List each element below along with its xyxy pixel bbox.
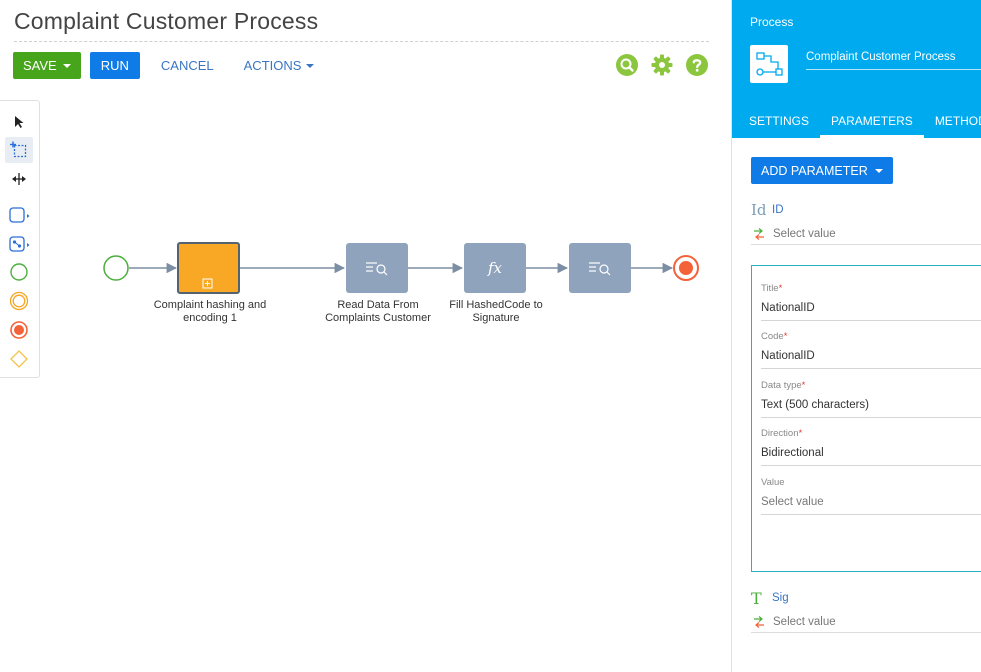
search-icon[interactable] <box>616 54 638 76</box>
chevron-down-icon <box>306 63 315 68</box>
cancel-button[interactable]: CANCEL <box>160 58 214 73</box>
space-tool[interactable] <box>5 166 33 192</box>
space-tool-icon <box>12 173 26 185</box>
user-task-icon <box>9 236 30 252</box>
actions-button-label: ACTIONS <box>243 58 302 73</box>
task-tool[interactable] <box>5 202 33 228</box>
swap-arrows-icon <box>754 616 764 628</box>
pointer-tool[interactable] <box>5 109 33 135</box>
label-line: Complaint hashing and <box>153 299 267 311</box>
start-event-icon <box>10 263 28 281</box>
label-line: Read Data From <box>337 299 419 311</box>
read-data-node-2[interactable] <box>569 243 631 293</box>
designer-toolbar: SAVE RUN CANCEL ACTIONS <box>13 52 315 79</box>
svg-text:fx: fx <box>487 259 503 277</box>
save-button[interactable]: SAVE <box>13 52 81 79</box>
chevron-down-icon <box>62 63 71 68</box>
pointer-tool-icon <box>15 116 24 128</box>
add-parameter-button[interactable]: ADD PARAMETER <box>751 157 893 184</box>
tab-methods[interactable]: METHODS <box>934 114 981 128</box>
subprocess-node[interactable] <box>177 242 240 294</box>
parameter-value-field[interactable]: Select value <box>751 613 981 633</box>
data-type-select[interactable]: Text (500 characters) <box>761 396 981 418</box>
direction-field: Direction* Bidirectional <box>761 428 981 466</box>
label-line: encoding 1 <box>183 312 237 324</box>
value-label: Value <box>761 477 785 488</box>
label-line: Signature <box>472 312 520 324</box>
user-task-tool[interactable] <box>5 231 33 257</box>
parameter-value-placeholder: Select value <box>773 228 836 240</box>
start-event[interactable] <box>103 255 129 281</box>
page-title[interactable]: Complaint Customer Process <box>14 8 709 42</box>
parameter-value-placeholder: Select value <box>773 616 836 628</box>
integer-type-icon: Id <box>751 201 767 219</box>
designer-icons <box>616 54 708 76</box>
subprocess-node-label: Complaint hashing and encoding 1 <box>140 299 280 325</box>
code-label: Code* <box>761 331 788 342</box>
chevron-down-icon <box>874 168 883 173</box>
lasso-tool-icon <box>10 141 27 158</box>
panel-header: Process Complaint Customer Process SETTI… <box>732 0 981 138</box>
code-input[interactable]: NationalID <box>761 347 981 369</box>
gateway-tool[interactable] <box>5 346 33 372</box>
parameter-edit-form: Title* NationalID Code* NationalID Data … <box>751 265 981 572</box>
formula-node-label: Fill HashedCode to Signature <box>440 299 552 325</box>
lasso-tool[interactable] <box>5 137 33 163</box>
task-icon <box>9 207 30 223</box>
read-data-node[interactable] <box>346 243 408 293</box>
intermediate-event-icon <box>9 291 29 311</box>
start-event-tool[interactable] <box>5 259 33 285</box>
code-field: Code* NationalID <box>761 331 981 369</box>
data-type-field: Data type* Text (500 characters) <box>761 380 981 418</box>
title-label: Title* <box>761 283 783 294</box>
tab-settings[interactable]: SETTINGS <box>749 114 810 128</box>
actions-button[interactable]: ACTIONS <box>244 58 315 73</box>
gear-icon[interactable] <box>651 54 673 76</box>
text-type-icon: T <box>751 589 762 608</box>
swap-arrows-icon <box>754 228 764 240</box>
add-parameter-label: ADD PARAMETER <box>761 163 868 178</box>
element-palette <box>0 100 40 378</box>
diagram-canvas[interactable]: fx Complaint hashing and e <box>40 100 730 660</box>
data-type-label: Data type* <box>761 380 806 391</box>
label-line: Complaints Customer <box>325 312 431 324</box>
process-name-field[interactable]: Complaint Customer Process <box>806 51 981 70</box>
process-icon-box <box>750 45 788 83</box>
title-field: Title* NationalID <box>761 283 981 321</box>
value-field: Value Select value <box>761 477 981 515</box>
panel-caption: Process <box>750 15 794 29</box>
read-data-node-label: Read Data From Complaints Customer <box>317 299 439 325</box>
direction-label: Direction* <box>761 428 803 439</box>
label-line: Fill HashedCode to <box>449 299 543 311</box>
gateway-icon <box>10 350 28 368</box>
panel-tabs: SETTINGS PARAMETERS METHODS <box>732 112 981 138</box>
save-button-label: SAVE <box>23 58 57 73</box>
end-event-tool[interactable] <box>5 317 33 343</box>
value-input[interactable]: Select value <box>761 493 981 515</box>
title-input[interactable]: NationalID <box>761 299 981 321</box>
formula-node[interactable]: fx <box>464 243 526 293</box>
process-icon <box>756 52 783 76</box>
direction-select[interactable]: Bidirectional <box>761 444 981 466</box>
properties-panel: Process Complaint Customer Process SETTI… <box>731 0 981 672</box>
parameter-value-field[interactable]: Select value <box>751 225 981 245</box>
intermediate-event-tool[interactable] <box>5 288 33 314</box>
parameter-name[interactable]: Sig <box>772 592 789 604</box>
end-event-icon <box>10 321 28 339</box>
tab-parameters[interactable]: PARAMETERS <box>820 112 924 138</box>
run-button[interactable]: RUN <box>89 52 140 79</box>
parameter-name[interactable]: ID <box>772 204 784 216</box>
end-event[interactable] <box>673 255 699 281</box>
diagram-svg: fx <box>103 242 699 294</box>
help-icon[interactable] <box>686 54 708 76</box>
